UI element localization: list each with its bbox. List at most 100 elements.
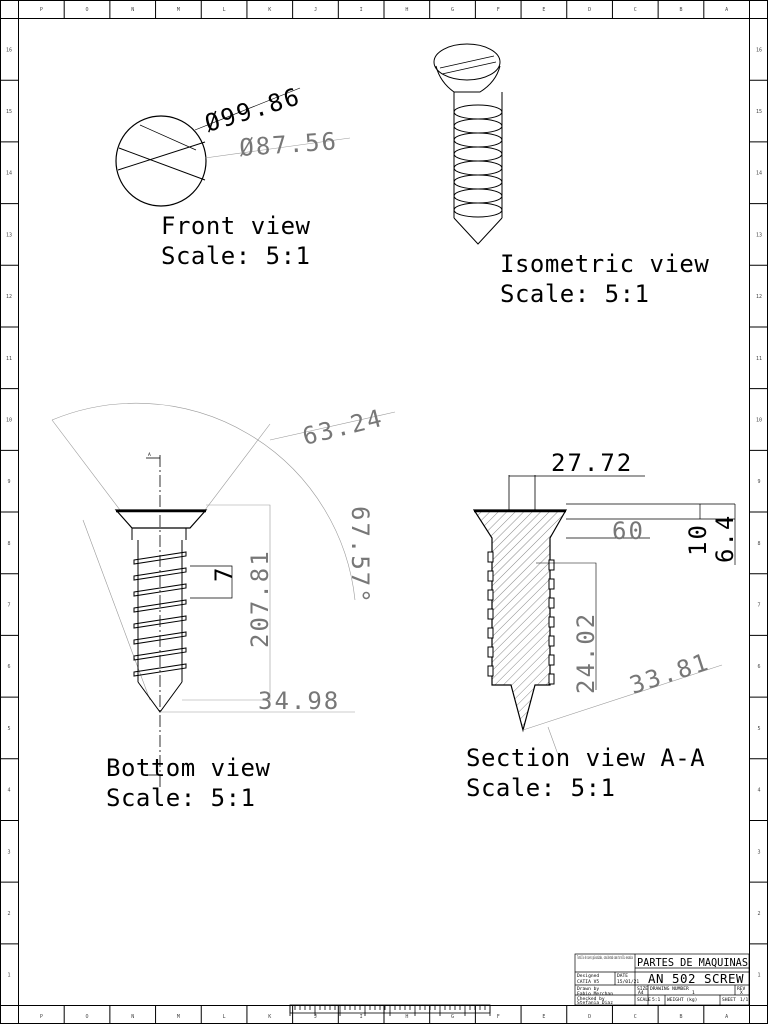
front-view-outer-diameter: Ø99.86 (202, 82, 305, 138)
zone-number-left: 15 (6, 109, 12, 115)
title-block-company: PARTES DE MAQUINAS (637, 956, 748, 969)
section-view-thread-tooth (548, 635, 555, 647)
zone-number-right: 6 (757, 664, 760, 670)
front-view-scale: Scale: 5:1 (161, 242, 311, 270)
bottom-view-threads (133, 551, 187, 677)
iso-slot (439, 55, 497, 75)
section-view-thread-tooth (548, 654, 555, 666)
section-view-thread-tooth (487, 665, 494, 677)
bottom-view-leader (269, 411, 396, 441)
iso-thread-ring (453, 104, 503, 120)
zone-letter-bottom: M (177, 1014, 180, 1020)
title-block-date-label: DATE (617, 973, 628, 979)
title-block-drawn-by-label: Drawn by (577, 986, 599, 992)
section-view-dim-6-4: 6.4 (711, 514, 739, 563)
title-block-scale: 5:1 (652, 997, 661, 1003)
bottom-view-thread (133, 583, 187, 597)
title-block-checked-by-label: Checked by (577, 996, 605, 1002)
zone-letter-top: H (405, 7, 408, 13)
section-view-threads (487, 551, 555, 685)
bottom-view-thread (133, 567, 187, 581)
zone-number-right: 8 (757, 541, 760, 547)
iso-thread-ring (453, 174, 503, 190)
zone-number-left: 14 (6, 171, 12, 177)
iso-tip (453, 217, 503, 245)
zone-letter-bottom: F (497, 1014, 500, 1020)
title-block-part-name: AN 502 SCREW (648, 972, 744, 986)
zone-number-left: 9 (7, 479, 10, 485)
zone-letter-bottom: H (405, 1014, 408, 1020)
bottom-view-title: Bottom view (106, 754, 270, 782)
section-view-head-angle: 60 (612, 517, 645, 545)
iso-thread-ring (453, 188, 503, 204)
zone-letter-bottom: B (679, 1014, 682, 1020)
zone-number-right: 14 (756, 171, 762, 177)
iso-shank (453, 92, 503, 218)
front-view: Ø99.86 Ø87.56 Front view Scale: 5:1 (115, 82, 351, 270)
zone-number-left: 12 (6, 294, 12, 300)
zone-number-left: 13 (6, 232, 12, 238)
section-mark-top: A (148, 452, 151, 458)
zone-letter-top: K (268, 7, 271, 13)
front-view-slot-edge (117, 141, 206, 171)
iso-threads (453, 104, 503, 218)
bottom-view-angle-arc (51, 402, 356, 601)
section-view-thread-tooth (487, 608, 494, 620)
section-view-head-width: 27.72 (551, 449, 633, 477)
bottom-view-thread (133, 599, 187, 613)
zone-number-left: 7 (7, 603, 10, 609)
bottom-view-pitch: 7 (210, 566, 238, 582)
zone-letter-top: C (634, 7, 637, 13)
bottom-view-neck (131, 528, 187, 540)
section-view-tip-dim-line (522, 664, 723, 761)
bottom-view-thread (133, 647, 187, 661)
zone-letter-bottom: D (588, 1014, 591, 1020)
title-block-size-label: SIZE (637, 986, 648, 992)
zone-number-right: 5 (757, 726, 760, 732)
title-block-checked-by: Stefania Diaz (577, 1000, 613, 1006)
title-block-sheet-label: SHEET (722, 997, 736, 1003)
section-view-thread-tooth (548, 616, 555, 628)
title-block-rev: X (740, 990, 743, 996)
zone-letter-bottom: P (40, 1014, 43, 1020)
front-view-slot-edge (139, 124, 197, 151)
bottom-view-extension (204, 423, 271, 511)
zone-number-right: 16 (756, 47, 762, 53)
title-block-rev-label: REV (737, 986, 746, 992)
iso-thread-ring (453, 146, 503, 162)
front-view-title: Front view (161, 212, 311, 240)
title-block-text: Tornillo de acero galvanizado, considera… (577, 955, 749, 1006)
zone-letter-top: N (131, 7, 134, 13)
isometric-view-scale: Scale: 5:1 (500, 280, 650, 308)
bottom-view-thread (133, 631, 187, 645)
bottom-view-head (114, 509, 208, 529)
zone-letter-bottom: O (86, 1014, 89, 1020)
iso-head-cone (435, 65, 501, 93)
bottom-view-angle: 63.24 (300, 404, 387, 451)
zone-letter-bottom: C (634, 1014, 637, 1020)
bottom-view-tip-dim: 34.98 (258, 687, 340, 715)
zone-number-right: 4 (757, 788, 760, 794)
bottom-view-extension (51, 419, 121, 511)
zone-letter-top: P (40, 7, 43, 13)
front-view-leader (204, 137, 351, 159)
zone-number-right: 15 (756, 109, 762, 115)
isometric-view-title: Isometric view (500, 250, 709, 278)
title-block (574, 953, 750, 1006)
zone-letter-bottom: N (131, 1014, 134, 1020)
zone-number-right: 1 (757, 973, 760, 979)
iso-head-top (433, 43, 501, 81)
zone-number-left: 1 (7, 973, 10, 979)
zone-number-left: 4 (7, 788, 10, 794)
section-view-thread-tooth (487, 570, 494, 582)
iso-thread-ring (453, 202, 503, 218)
title-block-scale-label: SCALE (637, 997, 651, 1003)
inner-frame (18, 18, 750, 1006)
zone-letter-top: L (223, 7, 226, 13)
zone-number-left: 8 (7, 541, 10, 547)
zone-number-right: 7 (757, 603, 760, 609)
section-view-thread-tooth (548, 559, 555, 571)
title-block-drawn-by: Fabio Merchan (577, 991, 613, 997)
front-view-slot-edge (118, 147, 206, 181)
